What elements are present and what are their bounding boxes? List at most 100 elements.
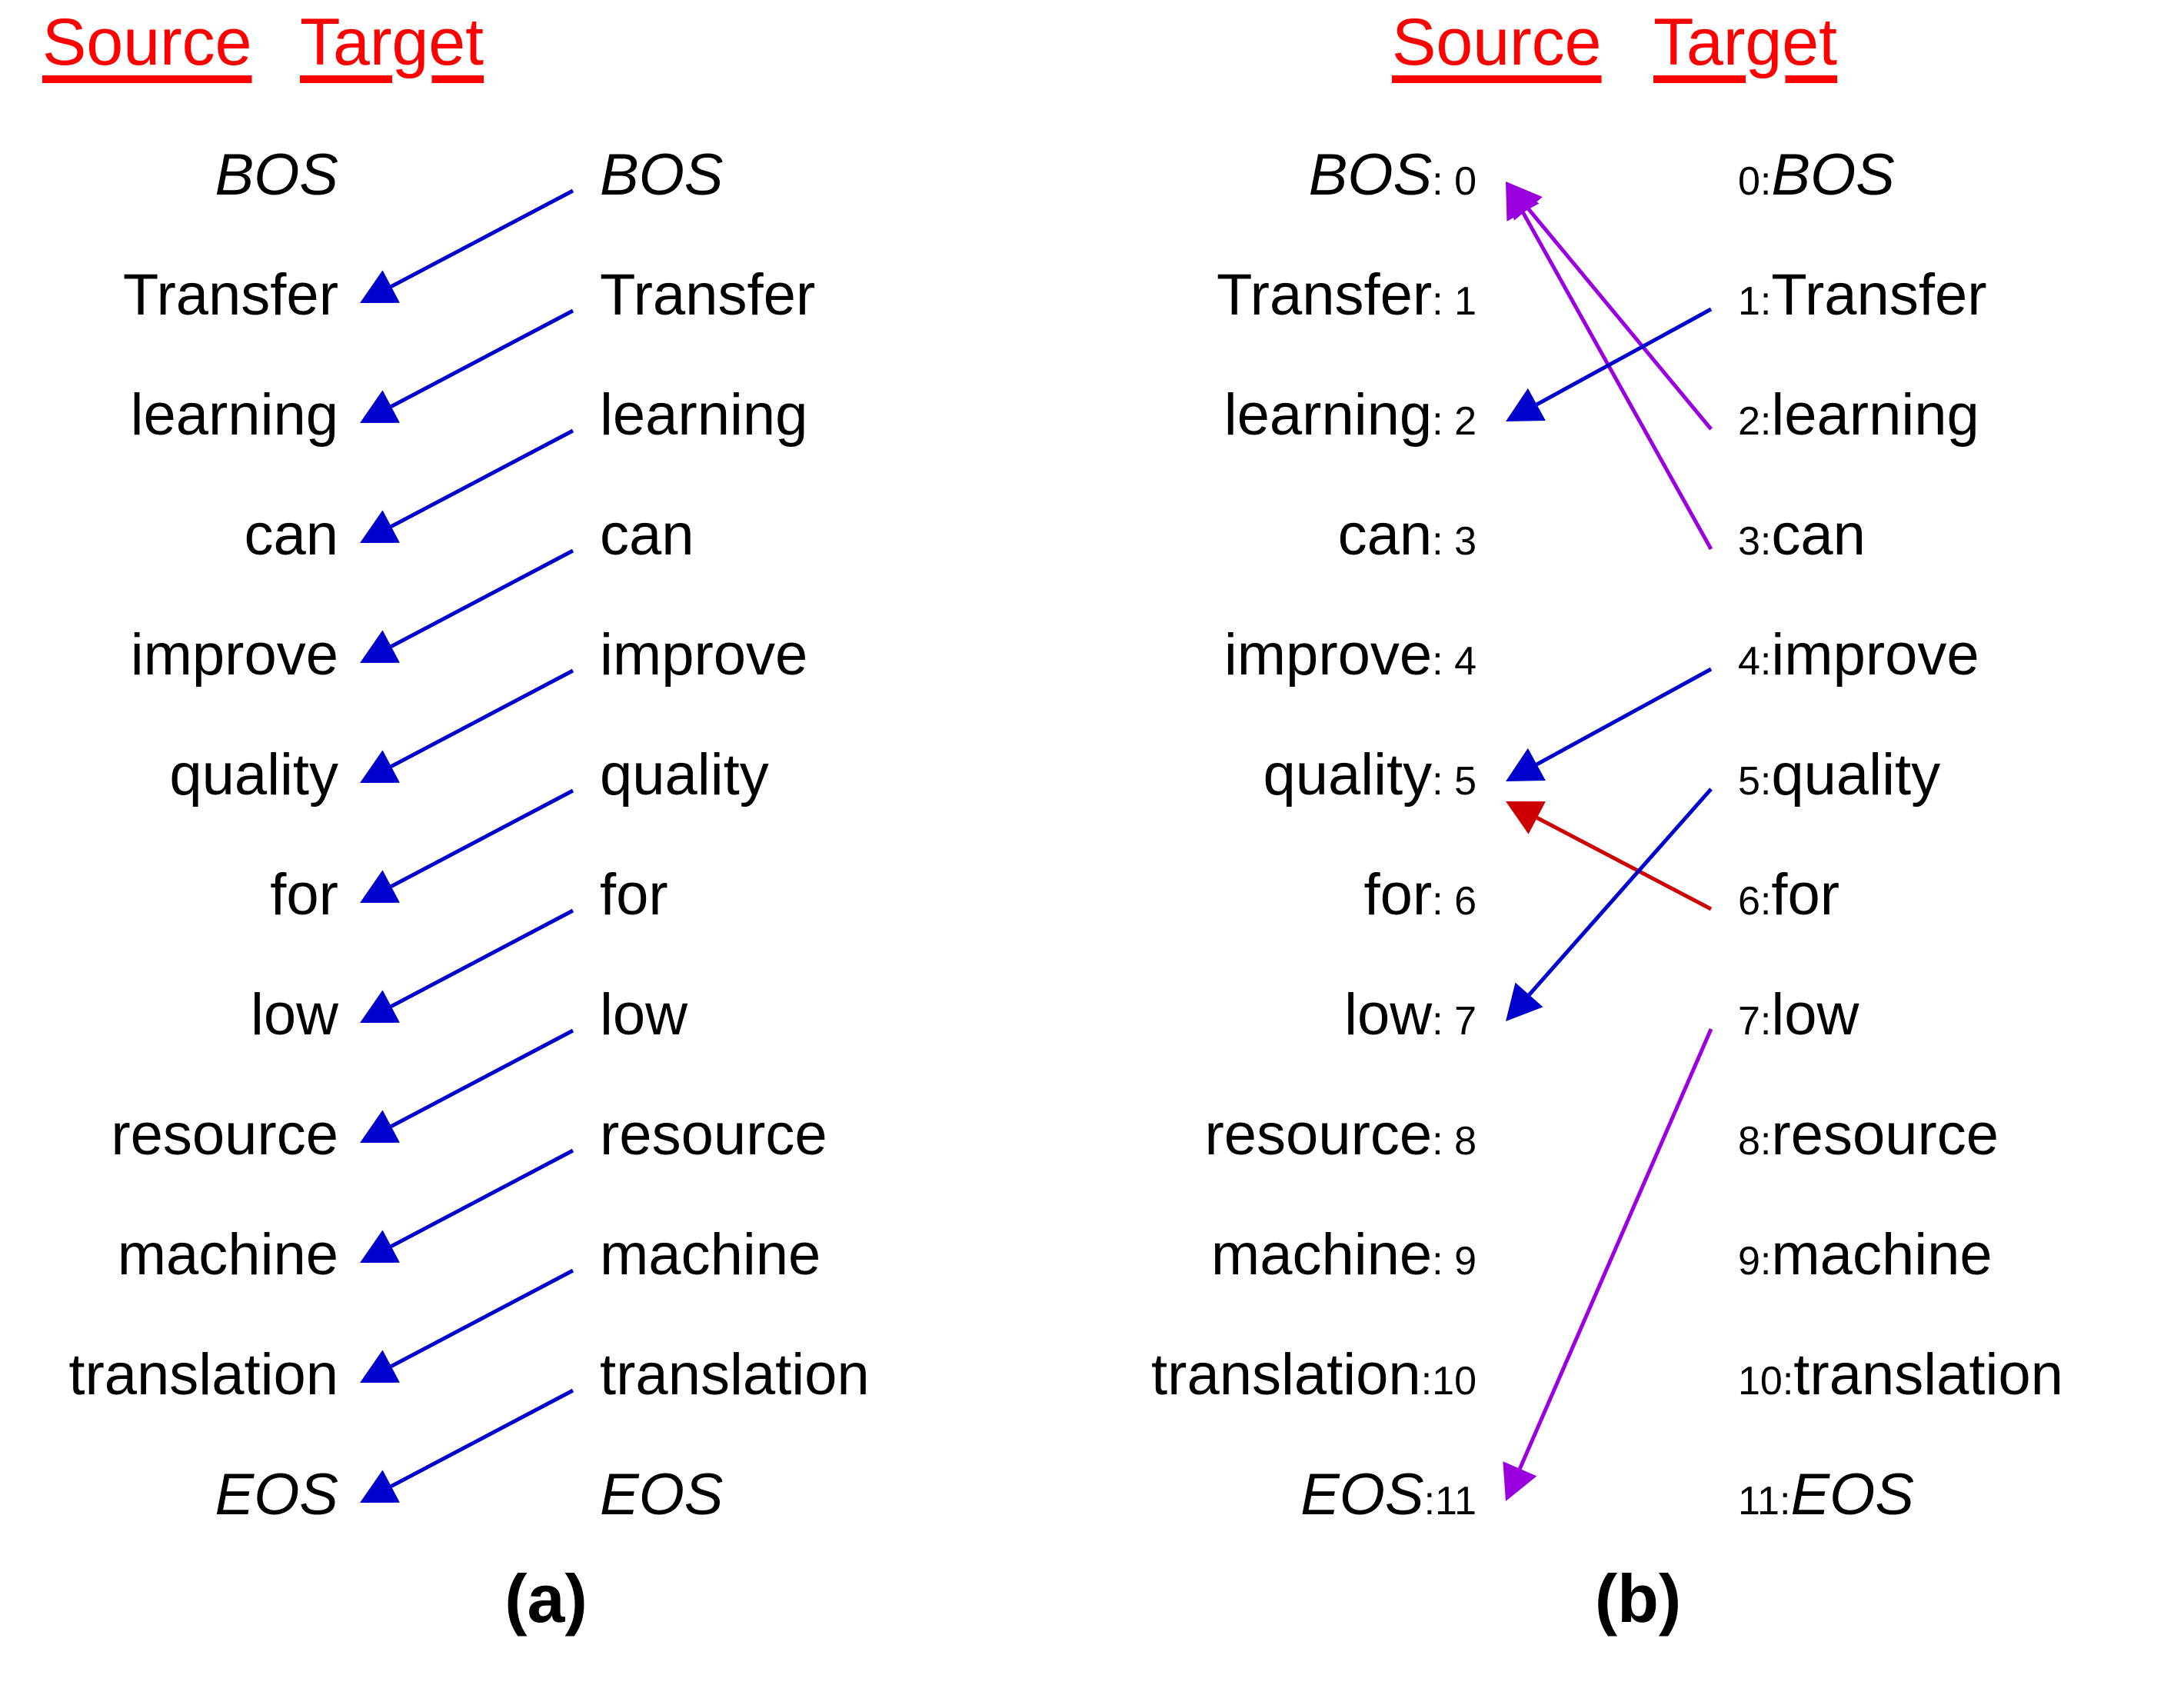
word-text: EOS bbox=[600, 1462, 724, 1527]
word-text: BOS bbox=[1771, 142, 1895, 208]
panel-b-target-word: 3: can bbox=[1738, 506, 2184, 568]
alignment-arrow bbox=[360, 1388, 574, 1503]
arrow-head bbox=[360, 630, 400, 663]
arrow-line bbox=[1518, 1028, 1713, 1470]
arrow-head bbox=[360, 870, 400, 903]
panel-a-target-word: translation bbox=[600, 1346, 1092, 1407]
arrow-head bbox=[1503, 1461, 1537, 1501]
panel-a-target-word: low bbox=[600, 986, 1092, 1047]
word-text: for bbox=[1771, 862, 1840, 927]
alignment-arrow bbox=[360, 308, 574, 423]
word-text: Transfer bbox=[1217, 262, 1433, 328]
token-index: : 4 bbox=[1432, 639, 1477, 684]
alignment-arrow bbox=[360, 548, 574, 663]
panel-a-source-word: improve bbox=[0, 626, 338, 688]
word-text: translation bbox=[1793, 1342, 2063, 1407]
arrow-line bbox=[390, 1268, 574, 1368]
arrow-head bbox=[360, 390, 400, 423]
arrow-head bbox=[360, 1110, 400, 1143]
arrow-line bbox=[1536, 307, 1713, 407]
alignment-arrow bbox=[360, 668, 574, 783]
arrow-head bbox=[360, 1350, 400, 1383]
word-text: BOS bbox=[600, 142, 724, 208]
alignment-arrow bbox=[360, 1148, 574, 1263]
token-index: 1: bbox=[1738, 279, 1772, 324]
word-text: machine bbox=[117, 1222, 338, 1287]
word-text: low bbox=[600, 982, 688, 1047]
token-index: 5: bbox=[1738, 759, 1772, 804]
word-text: can bbox=[1337, 502, 1433, 568]
panel-b-source-word: translation:10 bbox=[1092, 1346, 1477, 1407]
alignment-arrow bbox=[1506, 801, 1713, 911]
panel-b-target-word: 5: quality bbox=[1738, 746, 2184, 808]
word-text: Transfer bbox=[1771, 262, 1987, 328]
panel-b-source-word: resource: 8 bbox=[1092, 1106, 1477, 1167]
panel-b-target-word: 11:EOS bbox=[1738, 1466, 2184, 1527]
panel-b-target-word: 4: improve bbox=[1738, 626, 2184, 688]
token-index: : 6 bbox=[1432, 879, 1477, 924]
word-text: learning bbox=[600, 382, 808, 448]
panel-a-target-word: resource bbox=[600, 1106, 1092, 1167]
panel-a-target-word: for bbox=[600, 866, 1092, 927]
panel-a-source-word: quality bbox=[0, 746, 338, 808]
word-text: low bbox=[1344, 982, 1433, 1047]
token-index: 8: bbox=[1738, 1119, 1772, 1164]
panel-a-target-word: can bbox=[600, 506, 1092, 568]
word-text: machine bbox=[1771, 1222, 1993, 1287]
token-index: 3: bbox=[1738, 519, 1772, 564]
alignment-arrow bbox=[360, 1028, 574, 1143]
token-index: 6: bbox=[1738, 879, 1772, 924]
word-text: for bbox=[600, 862, 668, 927]
token-index: 7: bbox=[1738, 999, 1772, 1044]
token-index: : 9 bbox=[1432, 1239, 1477, 1284]
word-text: EOS bbox=[1300, 1462, 1424, 1527]
token-index: :11 bbox=[1423, 1479, 1477, 1524]
alignment-arrow bbox=[360, 908, 574, 1023]
word-text: improve bbox=[600, 622, 808, 688]
panel-b-source-word: quality: 5 bbox=[1092, 746, 1477, 808]
panel-b-source-word: BOS: 0 bbox=[1092, 146, 1477, 208]
word-text: resource bbox=[111, 1102, 338, 1167]
arrow-line bbox=[390, 788, 574, 888]
alignment-arrow bbox=[360, 188, 574, 303]
token-index: 0: bbox=[1738, 159, 1772, 204]
word-text: resource bbox=[600, 1102, 827, 1167]
token-index: 10: bbox=[1738, 1359, 1794, 1404]
panel-b-source-word: EOS:11 bbox=[1092, 1466, 1477, 1527]
word-text: machine bbox=[1210, 1222, 1433, 1287]
token-index: : 3 bbox=[1432, 519, 1477, 564]
panel-b-target-word: 9: machine bbox=[1738, 1226, 2184, 1287]
arrow-head bbox=[1506, 181, 1540, 221]
alignment-arrow bbox=[360, 1268, 574, 1383]
panel-a-target-header: Target bbox=[300, 5, 484, 79]
word-text: improve bbox=[1771, 622, 1979, 688]
word-text: learning bbox=[130, 382, 338, 448]
word-text: low bbox=[250, 982, 338, 1047]
word-text: resource bbox=[1771, 1102, 1999, 1167]
arrow-line bbox=[390, 308, 574, 408]
panel-a-target-word: Transfer bbox=[600, 266, 1092, 328]
word-text: low bbox=[1771, 982, 1859, 1047]
panel-a-source-word: can bbox=[0, 506, 338, 568]
arrow-line bbox=[390, 428, 574, 528]
arrow-line bbox=[1527, 788, 1713, 997]
panel-a-alignment-arrows bbox=[360, 188, 574, 1503]
word-text: translation bbox=[1151, 1342, 1421, 1407]
token-index: : 8 bbox=[1432, 1119, 1477, 1164]
panel-a-target-word: machine bbox=[600, 1226, 1092, 1287]
arrow-head bbox=[1506, 982, 1543, 1021]
panel-a-source-word: EOS bbox=[0, 1466, 339, 1527]
alignment-arrow bbox=[1506, 181, 1713, 551]
panel-b-source-word: improve: 4 bbox=[1092, 626, 1477, 688]
word-text: Transfer bbox=[122, 262, 338, 328]
word-text: BOS bbox=[1308, 142, 1433, 208]
panel-a-source-word: resource bbox=[0, 1106, 338, 1167]
token-index: 11: bbox=[1738, 1479, 1791, 1524]
panel-b-target-word: 0: BOS bbox=[1738, 146, 2184, 208]
panel-a-target-word: learning bbox=[600, 386, 1092, 448]
panel-b-source-word: learning: 2 bbox=[1092, 386, 1477, 448]
token-index: 4: bbox=[1738, 639, 1772, 684]
arrow-line bbox=[1526, 207, 1713, 431]
